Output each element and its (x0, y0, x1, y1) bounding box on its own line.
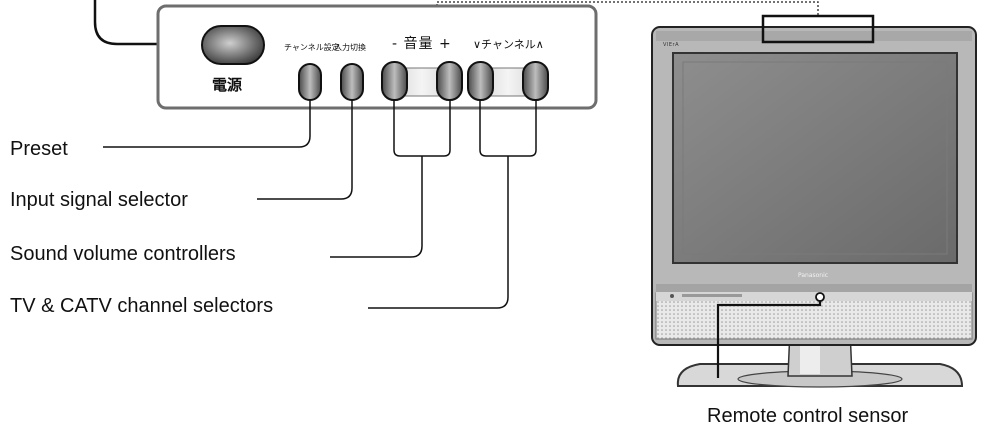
channel-jp-label: ∨チャンネル∧ (473, 38, 544, 51)
volume-leader-line (330, 156, 423, 258)
tv-front-strip (656, 292, 972, 301)
volume-controllers-label: Sound volume controllers (10, 243, 236, 265)
tv-brand: Panasonic (798, 272, 829, 279)
volume-up-button[interactable] (436, 61, 463, 101)
channel-leader-line (368, 156, 509, 309)
channel-selectors-label: TV & CATV channel selectors (10, 295, 274, 317)
preset-leader-line (103, 100, 311, 148)
remote-sensor (815, 292, 825, 302)
remote-sensor-label: Remote control sensor (707, 405, 909, 427)
sensor-callout-box (761, 14, 875, 44)
input-jp-label: 入力切換 (334, 43, 366, 52)
volume-jp-label: - 音量 + (392, 36, 452, 52)
power-indicator (670, 294, 674, 298)
tv-bezel-top (656, 31, 972, 41)
power-button[interactable] (201, 25, 265, 65)
tv-logo: VIErA (663, 42, 680, 48)
channel-down-button[interactable] (467, 61, 494, 101)
indicator-strip (682, 294, 742, 297)
preset-button[interactable] (298, 63, 322, 101)
power-cable-line (93, 0, 208, 46)
preset-jp-label: チャンネル設定 (284, 43, 340, 52)
sensor-leader-line (716, 301, 822, 378)
channel-up-button[interactable] (522, 61, 549, 101)
tv-lower-trim (656, 284, 972, 292)
tv-screen-inner (682, 61, 948, 255)
preset-label: Preset (10, 138, 68, 160)
power-label: 電源 (212, 76, 243, 94)
volume-down-button[interactable] (381, 61, 408, 101)
input-selector-button[interactable] (340, 63, 364, 101)
tv-screen (672, 52, 958, 264)
input-selector-label: Input signal selector (10, 189, 188, 211)
input-leader-line (257, 100, 353, 200)
